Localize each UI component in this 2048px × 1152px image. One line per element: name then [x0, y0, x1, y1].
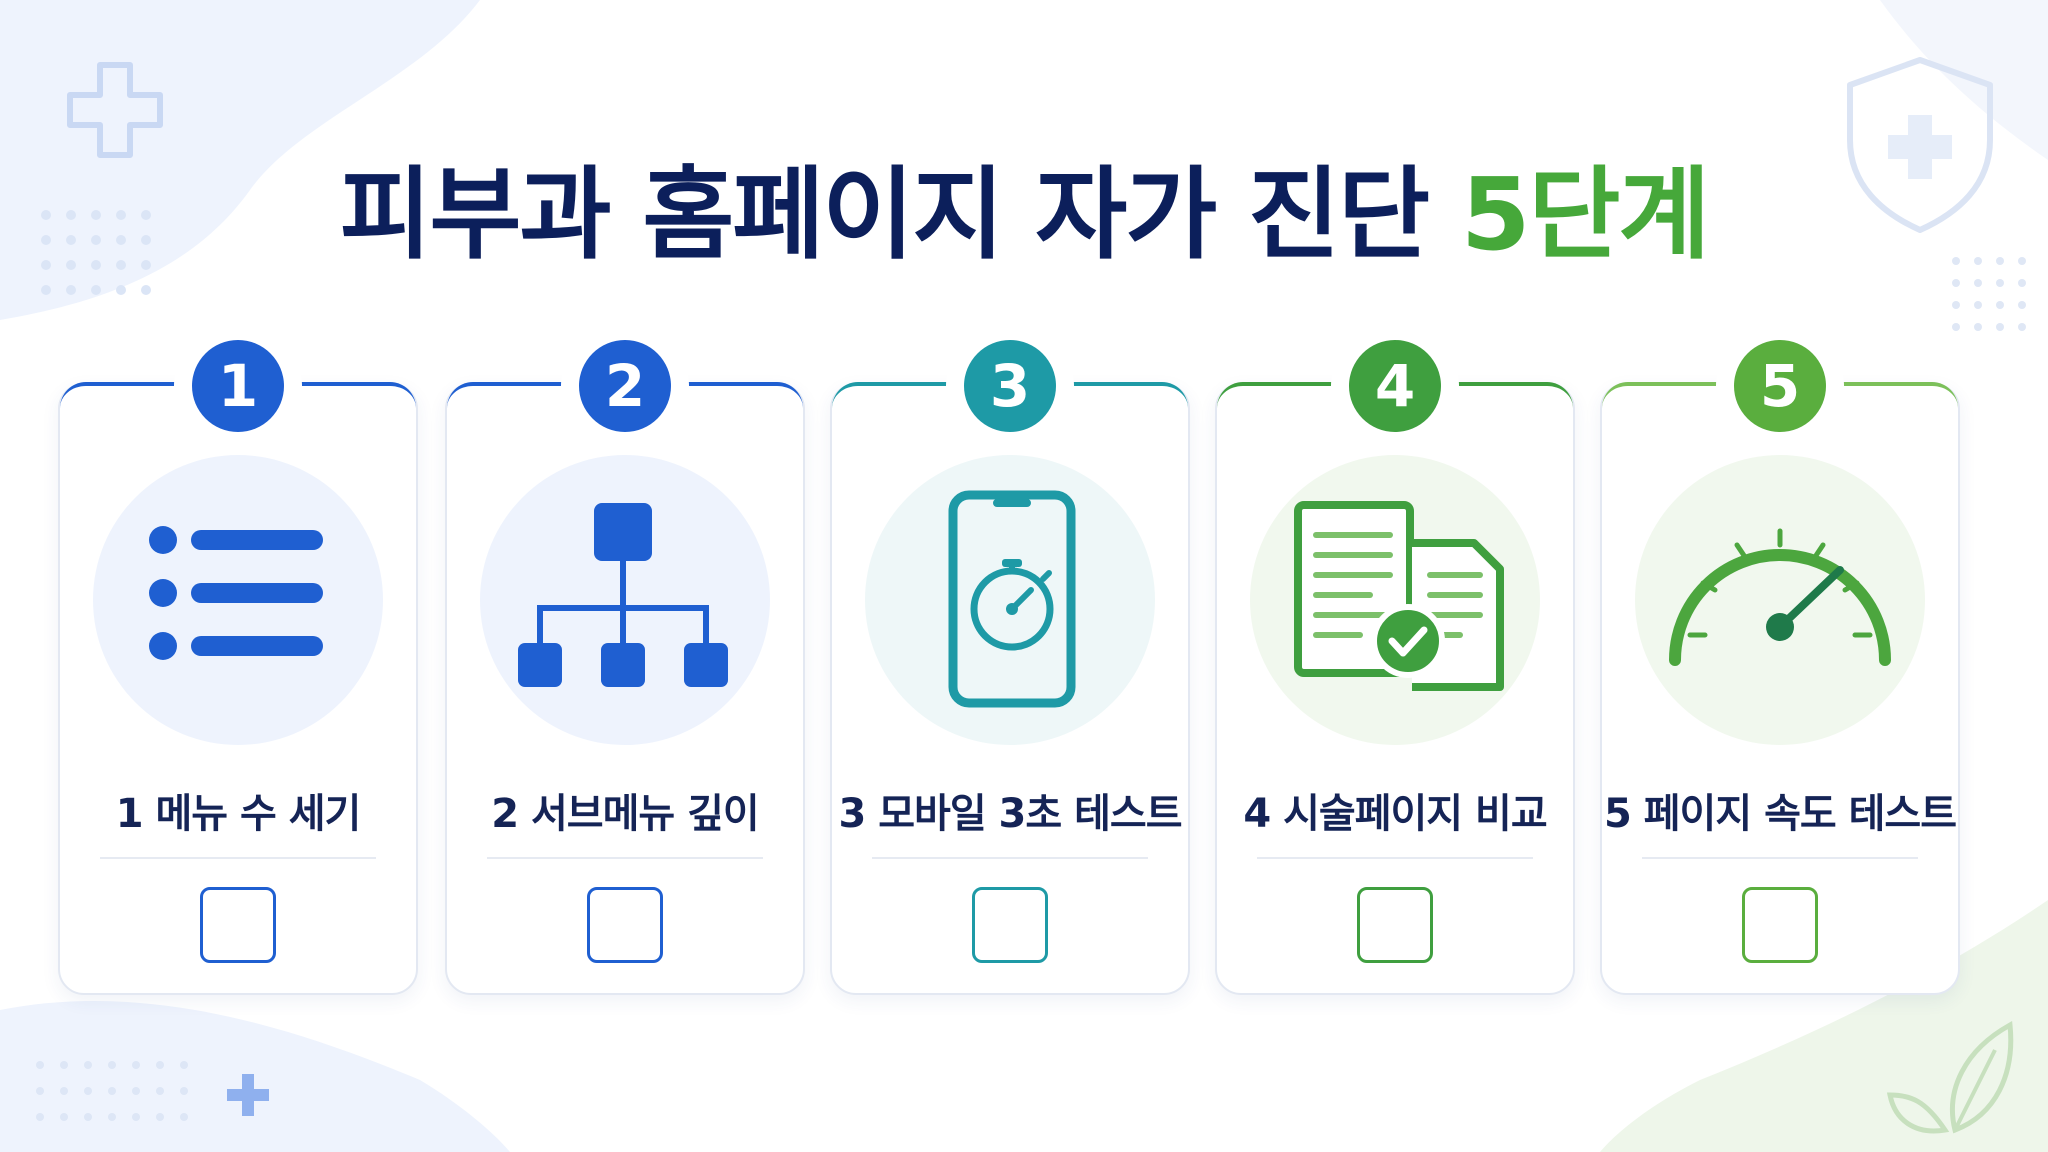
- mobile-stopwatch-icon: [948, 490, 1076, 708]
- divider: [100, 857, 376, 859]
- divider: [487, 857, 763, 859]
- title-accent: 5단계: [1460, 156, 1711, 273]
- step-card-1: 1 1 메뉴 수 세기: [58, 340, 418, 995]
- step-number-badge: 4: [1349, 340, 1441, 432]
- step-card-3: 3 3 모바일 3초 테스트: [830, 340, 1190, 995]
- icon-circle: [1250, 455, 1540, 745]
- list-icon: [149, 526, 323, 660]
- step-label: 2 서브메뉴 깊이: [491, 791, 759, 837]
- step-card-5: 5 5 페이지 속도 테스트: [1600, 340, 1960, 995]
- divider: [1257, 857, 1533, 859]
- step-number-badge: 5: [1734, 340, 1826, 432]
- step-checkbox[interactable]: [972, 887, 1048, 963]
- step-label: 3 모바일 3초 테스트: [838, 791, 1182, 837]
- step-checkbox[interactable]: [200, 887, 276, 963]
- step-number-badge: 3: [964, 340, 1056, 432]
- step-card-2: 2 2 서브메뉴 깊이: [445, 340, 805, 995]
- step-checkbox[interactable]: [1742, 887, 1818, 963]
- step-checkbox[interactable]: [1357, 887, 1433, 963]
- document-compare-icon: [1294, 501, 1504, 691]
- divider: [872, 857, 1148, 859]
- step-label: 5 페이지 속도 테스트: [1603, 791, 1957, 837]
- step-number-badge: 2: [579, 340, 671, 432]
- step-label: 4 시술페이지 비교: [1243, 791, 1547, 837]
- icon-circle: [865, 455, 1155, 745]
- icon-circle: [1635, 455, 1925, 745]
- title-main: 피부과 홈페이지 자가 진단: [339, 156, 1430, 273]
- page-title: 피부과 홈페이지 자가 진단 5단계: [0, 150, 2048, 280]
- step-checkbox[interactable]: [587, 887, 663, 963]
- step-number-badge: 1: [192, 340, 284, 432]
- icon-circle: [93, 455, 383, 745]
- step-card-4: 4 4 시술페이지 비교: [1215, 340, 1575, 995]
- step-label: 1 메뉴 수 세기: [115, 791, 362, 837]
- icon-circle: [480, 455, 770, 745]
- speedometer-icon: [1669, 528, 1891, 666]
- sitemap-icon: [518, 503, 728, 687]
- divider: [1642, 857, 1918, 859]
